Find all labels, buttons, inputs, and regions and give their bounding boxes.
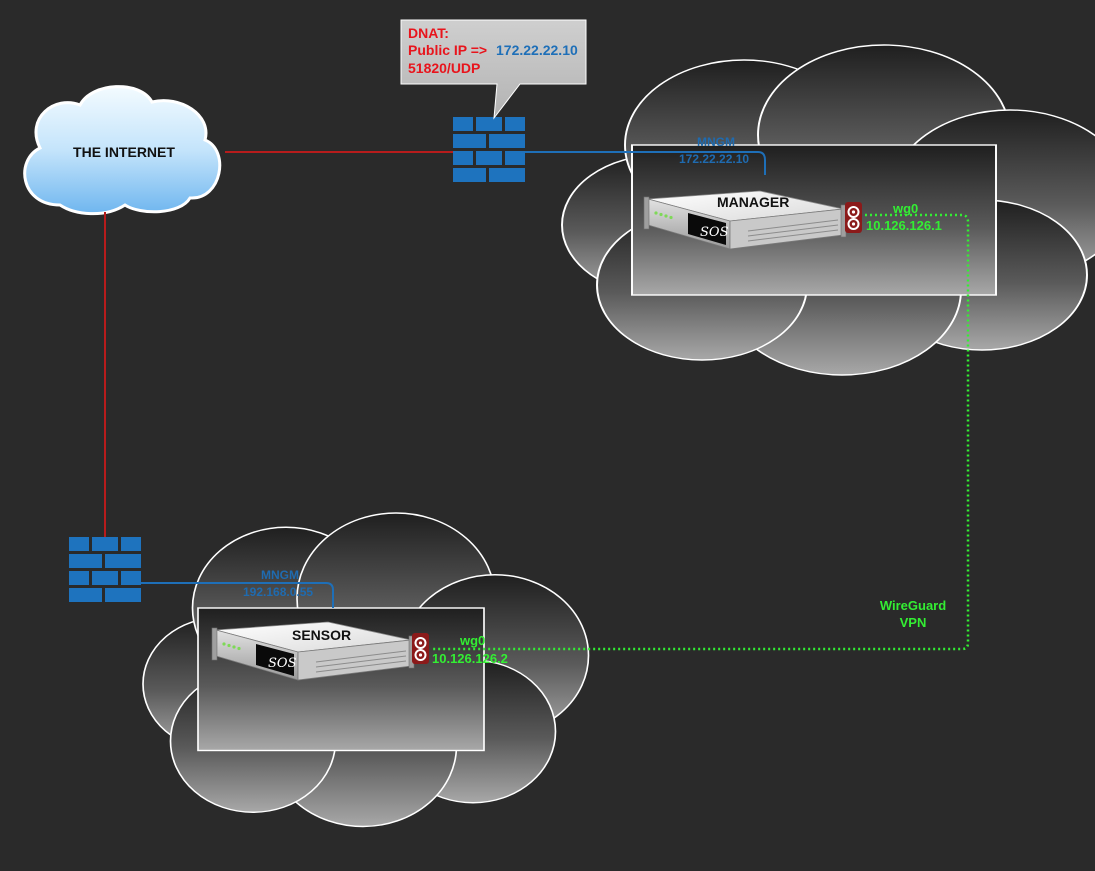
sensor-mngm-ip: 192.168.0.55 [243,585,313,599]
manager-wg-ip: 10.126.126.1 [866,218,942,233]
sensor-name: SENSOR [292,627,351,643]
vpn-label-line2: VPN [900,615,927,630]
dnat-callout-port: 51820/UDP [408,60,480,76]
sensor-mngm-link [141,582,334,608]
dnat-callout-line2: Public IP => 172.22.22.10 [408,42,578,58]
dnat-callout [400,19,587,120]
sensor-mngm-label: MNGM [261,568,299,582]
sensor-wireguard-logo-icon [411,632,430,665]
internet-cloud-icon [23,85,222,216]
internet-label: THE INTERNET [73,144,175,160]
manager-firewall-icon [453,117,525,182]
dnat-callout-title: DNAT: [408,25,449,41]
manager-mngm-label: MNGM [697,135,735,149]
sensor-wg-iface: wg0 [459,633,485,648]
wireguard-vpn-link [432,213,970,651]
manager-wireguard-logo-icon [844,201,863,234]
internet-links [104,151,453,540]
dnat-callout-prefix: Public IP => [408,42,487,58]
sensor-firewall-icon [69,537,141,602]
dnat-callout-ip: 172.22.22.10 [496,42,578,58]
manager-mngm-link [525,151,766,175]
manager-name: MANAGER [717,194,789,210]
manager-wg-iface: wg0 [892,201,918,216]
manager-mngm-ip: 172.22.22.10 [679,152,749,166]
sensor-wg-ip: 10.126.126.2 [432,651,508,666]
vpn-label-line1: WireGuard [880,598,946,613]
